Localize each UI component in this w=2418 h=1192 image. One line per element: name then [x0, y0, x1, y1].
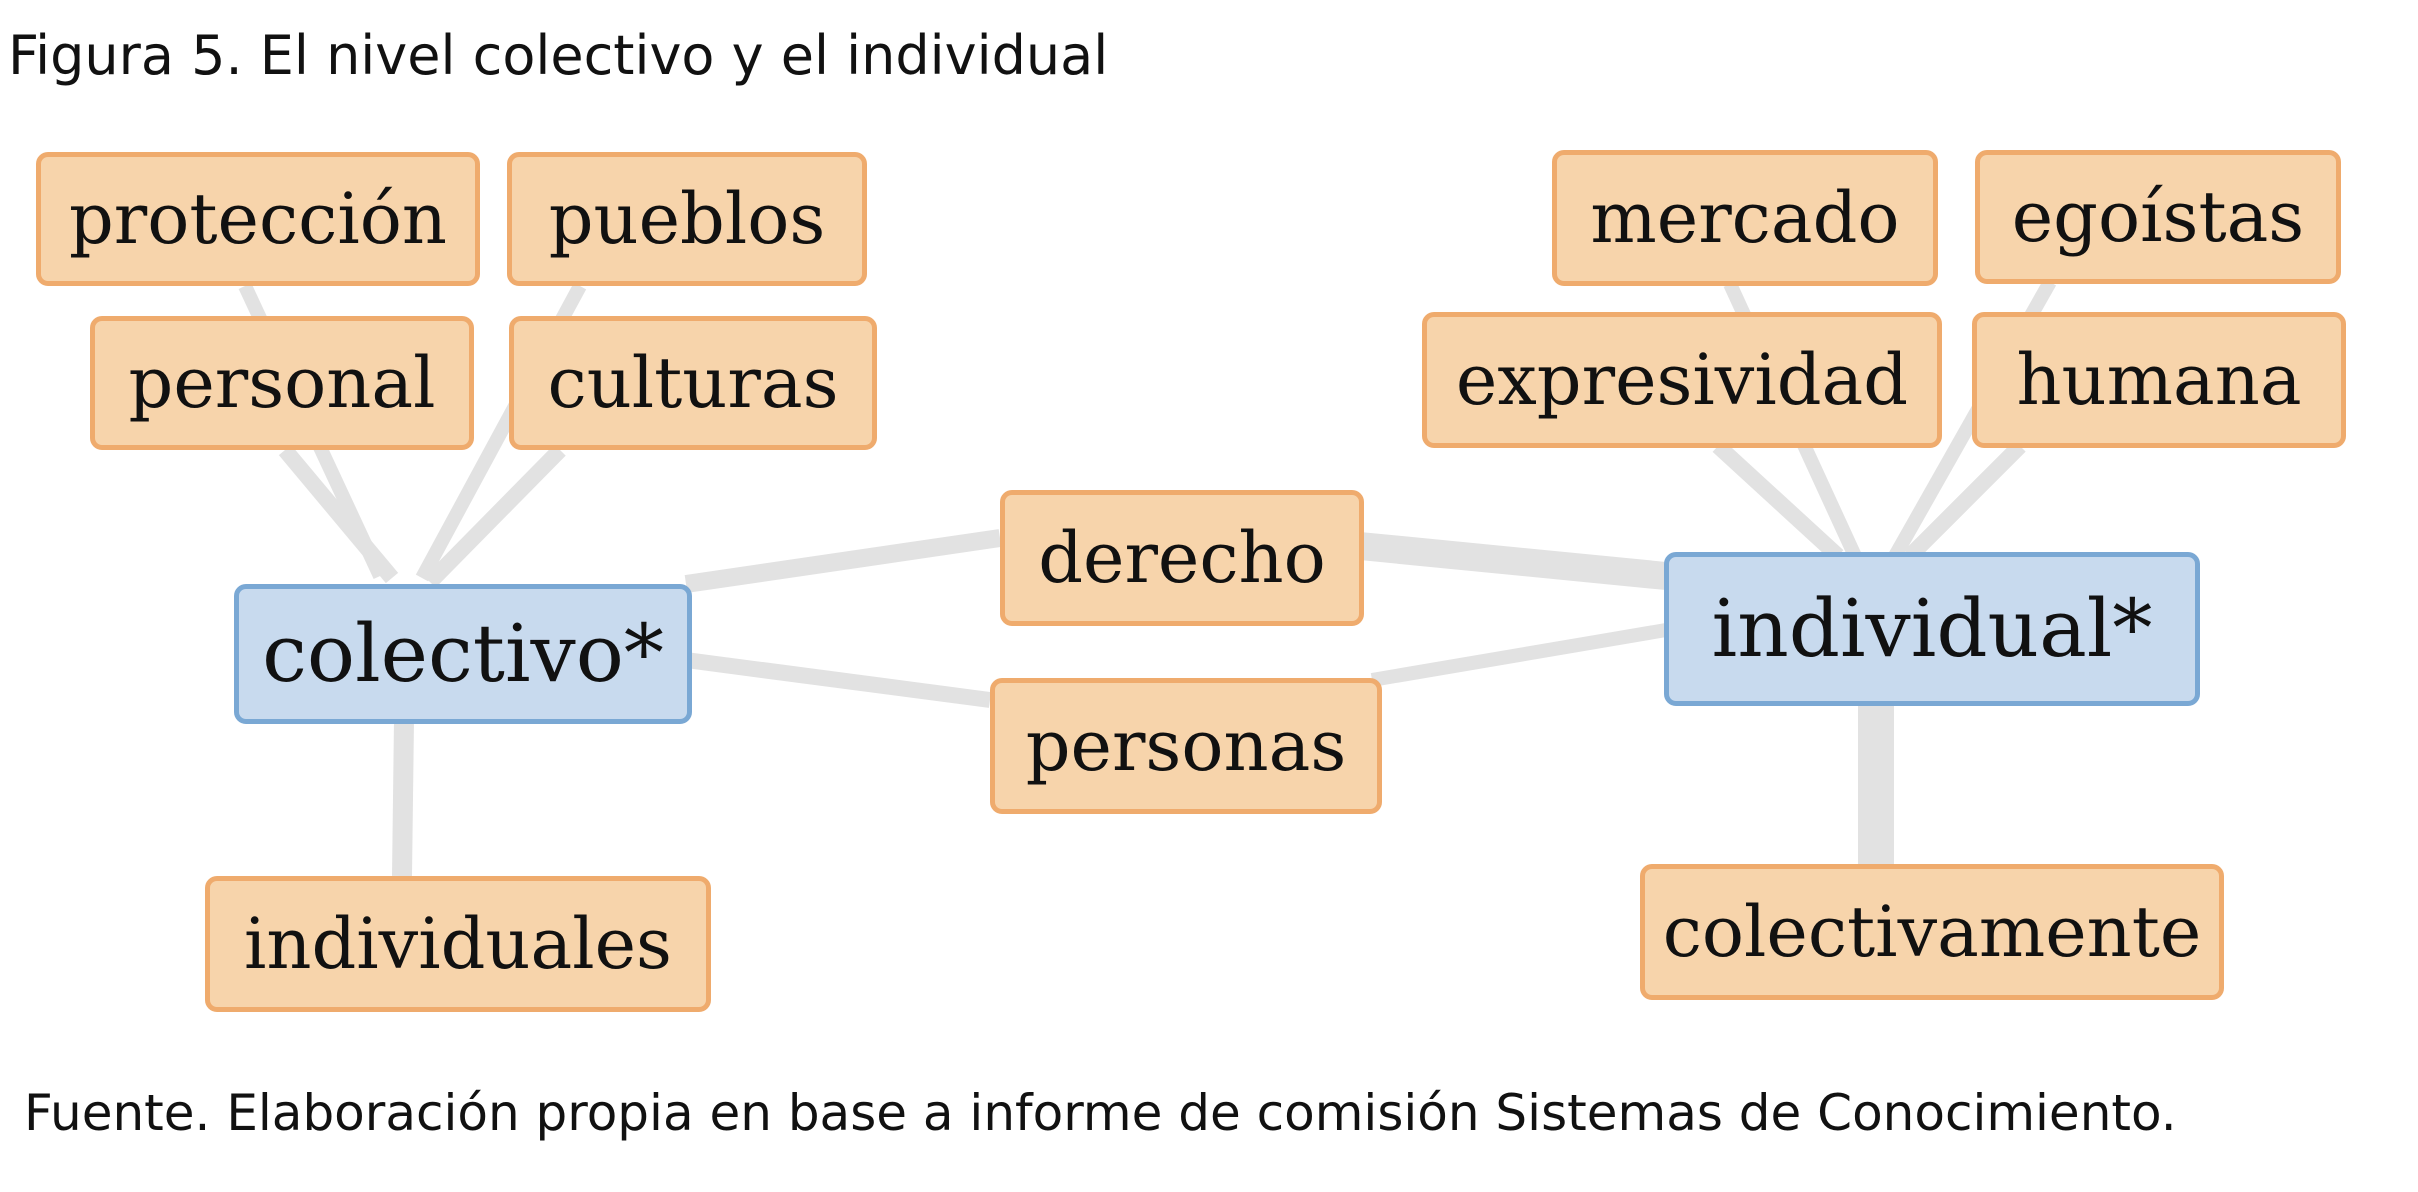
- figure-source: Fuente. Elaboración propia en base a inf…: [24, 1084, 2177, 1142]
- edge-colectivo-individuales: [392, 719, 414, 877]
- node-pueblos: pueblos: [507, 152, 867, 286]
- edge-personas-individual: [1370, 623, 1668, 687]
- edge-individual-expresividad: [1712, 440, 1844, 562]
- edge-colectivo-culturas: [424, 444, 566, 588]
- node-expresividad: expresividad: [1422, 312, 1942, 448]
- node-personas: personas: [990, 678, 1382, 814]
- node-mercado: mercado: [1552, 150, 1938, 286]
- node-colectivamente: colectivamente: [1640, 864, 2224, 1000]
- node-egoistas: egoístas: [1975, 150, 2341, 284]
- node-colectivo: colectivo*: [234, 584, 692, 724]
- edge-colectivo-derecho: [684, 529, 1002, 593]
- node-humana: humana: [1972, 312, 2346, 448]
- edge-colectivo-personal: [278, 444, 399, 584]
- node-derecho: derecho: [1000, 490, 1364, 626]
- edge-colectivo-personas: [684, 652, 992, 708]
- edge-individual-humana: [1904, 440, 2026, 562]
- node-proteccion: protección: [36, 152, 480, 286]
- node-culturas: culturas: [509, 316, 877, 450]
- edge-derecho-individual: [1358, 532, 1668, 590]
- node-individuales: individuales: [205, 876, 711, 1012]
- figure-title: Figura 5. El nivel colectivo y el indivi…: [8, 24, 1109, 87]
- node-personal: personal: [90, 316, 474, 450]
- node-individual: individual*: [1664, 552, 2200, 706]
